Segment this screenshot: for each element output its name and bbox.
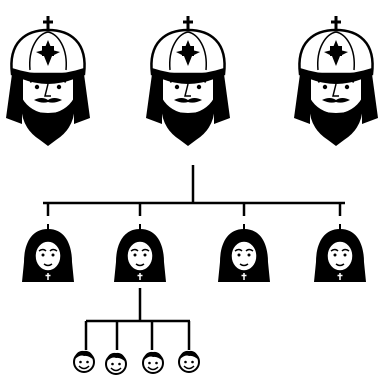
veiled-nun-head-icon bbox=[313, 223, 367, 283]
bishop-mitre-head-icon bbox=[292, 14, 380, 148]
veiled-nun-head-icon bbox=[21, 223, 75, 283]
tree-connectors bbox=[43, 165, 345, 350]
patriarch-row bbox=[4, 14, 380, 148]
veiled-nun-head-icon bbox=[113, 223, 167, 283]
bishop-mitre-head-icon bbox=[4, 14, 92, 148]
nun-row bbox=[21, 223, 367, 283]
bishop-mitre-head-icon bbox=[144, 14, 232, 148]
child-face-icon bbox=[178, 349, 200, 373]
children-row bbox=[73, 349, 200, 375]
child-face-icon bbox=[142, 350, 164, 374]
child-face-icon bbox=[73, 349, 95, 373]
child-face-icon bbox=[105, 351, 127, 375]
veiled-nun-head-icon bbox=[217, 223, 271, 283]
